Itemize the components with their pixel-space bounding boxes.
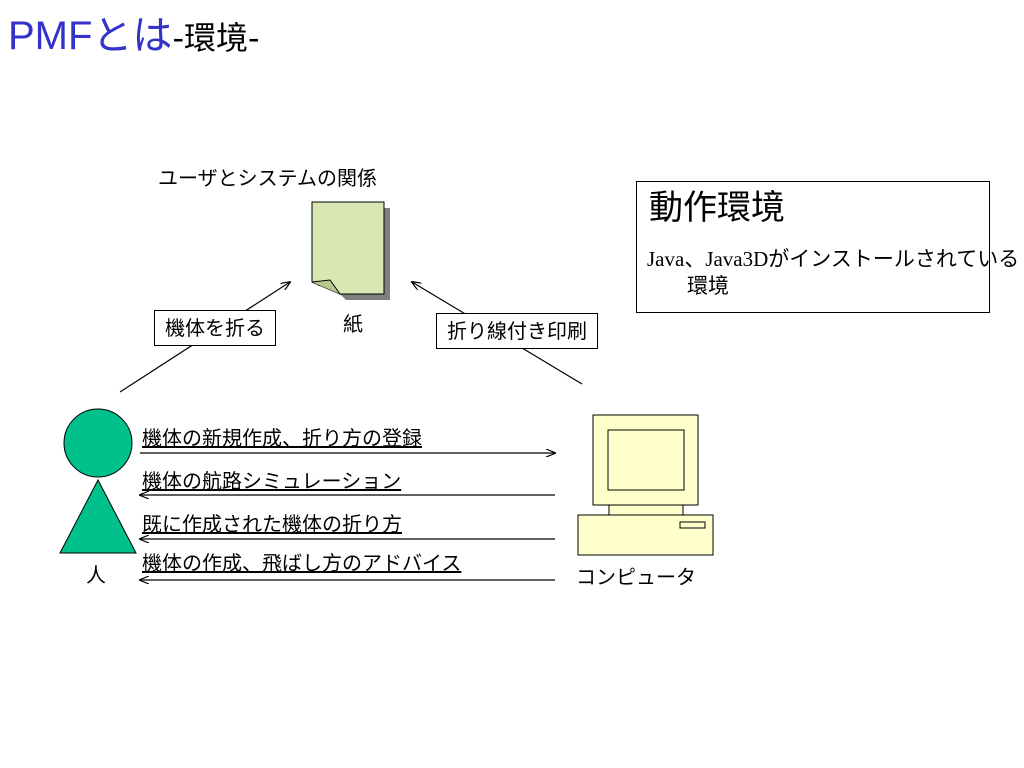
paper-icon — [311, 201, 390, 300]
environment-box: 動作環境 Java、Java3Dがインストールされている環境 — [636, 181, 1019, 313]
person-icon — [59, 408, 137, 554]
print-label: 折り線付き印刷 — [436, 313, 598, 349]
message-label-2: 機体の航路シミュレーション — [142, 469, 402, 493]
message-label-1: 機体の新規作成、折り方の登録 — [142, 426, 422, 450]
computer-label: コンピュータ — [576, 565, 696, 589]
environment-description: Java、Java3Dがインストールされている環境 — [647, 247, 1020, 299]
fold-label: 機体を折る — [154, 310, 276, 346]
slide-title: PMFとは-環境- — [8, 14, 260, 58]
diagram-caption: ユーザとシステムの関係 — [158, 166, 377, 190]
message-label-3: 既に作成された機体の折り方 — [142, 512, 402, 536]
environment-heading: 動作環境 — [649, 188, 785, 228]
paper-label: 紙 — [343, 312, 363, 336]
title-subtitle: -環境- — [172, 19, 260, 57]
person-label: 人 — [86, 563, 106, 587]
message-label-4: 機体の作成、飛ばし方のアドバイス — [142, 551, 462, 575]
title-main: PMFとは — [8, 14, 173, 58]
computer-icon — [577, 414, 714, 556]
